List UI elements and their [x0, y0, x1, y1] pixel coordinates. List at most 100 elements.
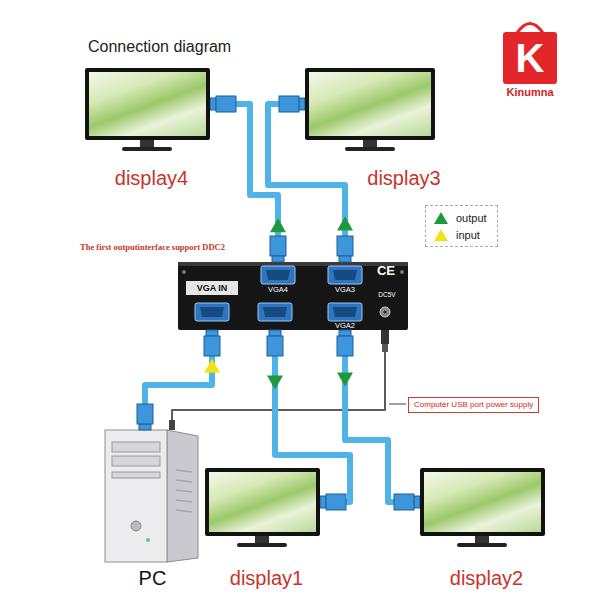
legend-text: input — [456, 229, 480, 241]
pc-label: PC — [85, 567, 220, 590]
display-label: display3 — [339, 167, 469, 190]
splitter-body — [178, 262, 408, 330]
splitter-bevel — [178, 262, 408, 266]
brand-name: Kinumna — [490, 86, 570, 99]
side-vents — [176, 470, 192, 512]
monitor-neck — [363, 140, 377, 148]
port-label: VGA2 — [315, 322, 375, 330]
display-monitor: display2 — [420, 468, 545, 536]
legend-row: input — [434, 226, 487, 243]
display-label: display4 — [89, 167, 214, 190]
power-button — [131, 521, 141, 531]
power-led — [146, 538, 150, 542]
logo-letter: K — [503, 32, 557, 84]
logo-badge — [503, 32, 557, 84]
vga-port-socket — [200, 307, 224, 317]
legend-box: output input — [425, 205, 498, 247]
vga-port-socket — [333, 307, 357, 317]
dc-plug — [381, 330, 389, 344]
vga-port — [328, 303, 362, 321]
direction-arrow — [267, 376, 283, 390]
vga-port — [258, 303, 292, 321]
vga-plug-head — [339, 256, 351, 262]
dc-jack-pin — [384, 311, 387, 314]
vga-plug — [337, 336, 353, 356]
pc-side-panel — [167, 430, 198, 562]
pc-tower: PC — [105, 430, 200, 562]
monitor-neck — [475, 536, 489, 544]
legend-swatch — [434, 212, 448, 224]
port-label: VGA3 — [315, 286, 375, 294]
vga-plug — [267, 336, 283, 356]
monitor-stand — [457, 536, 507, 547]
port-label: DC5V — [370, 291, 404, 299]
monitor-base — [345, 147, 395, 151]
label-plate — [186, 281, 238, 295]
display-label: display1 — [209, 567, 324, 590]
legend-swatch-frame — [434, 229, 448, 241]
monitor-base — [122, 147, 172, 151]
vga-port — [261, 266, 295, 284]
cable-group — [172, 330, 385, 430]
vga-plug — [137, 404, 153, 424]
monitor-base — [237, 543, 287, 547]
display-label: display2 — [424, 567, 549, 590]
dc-jack — [380, 307, 390, 317]
vga-plug — [337, 236, 353, 256]
vga-plug-head — [210, 98, 216, 110]
legend-swatch — [434, 229, 448, 241]
note-text: The first outputinterface support DDC2 — [80, 243, 225, 253]
cable-group — [145, 330, 220, 430]
display-monitor: display4 — [85, 68, 210, 140]
monitor-neck — [255, 536, 269, 544]
vga-port-socket — [263, 307, 287, 317]
callout-box: Computer USB port power supply — [408, 397, 539, 413]
direction-arrow — [270, 218, 286, 232]
drive-bay — [112, 456, 160, 466]
direction-arrow — [204, 359, 220, 373]
leader-line — [389, 404, 406, 405]
monitor-stand — [345, 140, 395, 151]
vga-plug-head — [206, 330, 218, 336]
monitor-stand — [122, 140, 172, 151]
monitor-neck — [140, 140, 154, 148]
display-monitor: display3 — [305, 68, 435, 140]
vga-plug-head — [339, 330, 351, 336]
screw-hole — [182, 270, 186, 274]
vga-plug-head — [272, 256, 284, 262]
vga-cable — [145, 330, 212, 430]
diagram-title: Connection diagram — [88, 38, 231, 56]
dc-plug-sleeve — [382, 344, 388, 352]
vga-plug — [216, 96, 236, 112]
vga-port-socket — [266, 270, 290, 280]
vga-plug — [204, 336, 220, 356]
vga-plug — [279, 96, 299, 112]
drive-slot — [112, 472, 160, 478]
legend-row: output — [434, 209, 487, 226]
vga-plug — [394, 494, 414, 510]
vga-plug-head — [320, 496, 326, 508]
vga-cable — [345, 330, 420, 502]
monitor-stand — [237, 536, 287, 547]
drive-bay — [112, 442, 160, 452]
splitter-housing — [178, 262, 408, 330]
vga-plug — [270, 236, 286, 256]
usb-power-cable — [172, 330, 385, 430]
direction-arrow — [337, 373, 353, 387]
usb-plug — [169, 420, 175, 430]
legend-swatch-frame — [434, 212, 448, 224]
legend-text: output — [456, 212, 487, 224]
monitor-base — [457, 543, 507, 547]
callout-text: Computer USB port power supply — [414, 400, 533, 410]
direction-arrow — [337, 217, 353, 231]
pc-tower-drawing — [105, 430, 198, 562]
vga-port — [328, 266, 362, 284]
vga-plugs — [137, 96, 420, 510]
vga-port — [195, 303, 229, 321]
port-label: VGA IN — [186, 281, 238, 295]
vga-plug — [326, 494, 346, 510]
screw-hole — [400, 270, 404, 274]
vga-plug-head — [139, 424, 151, 430]
vga-splitter-box: CEVGA INVGA4VGA3DC5VVGA2 — [178, 262, 408, 330]
